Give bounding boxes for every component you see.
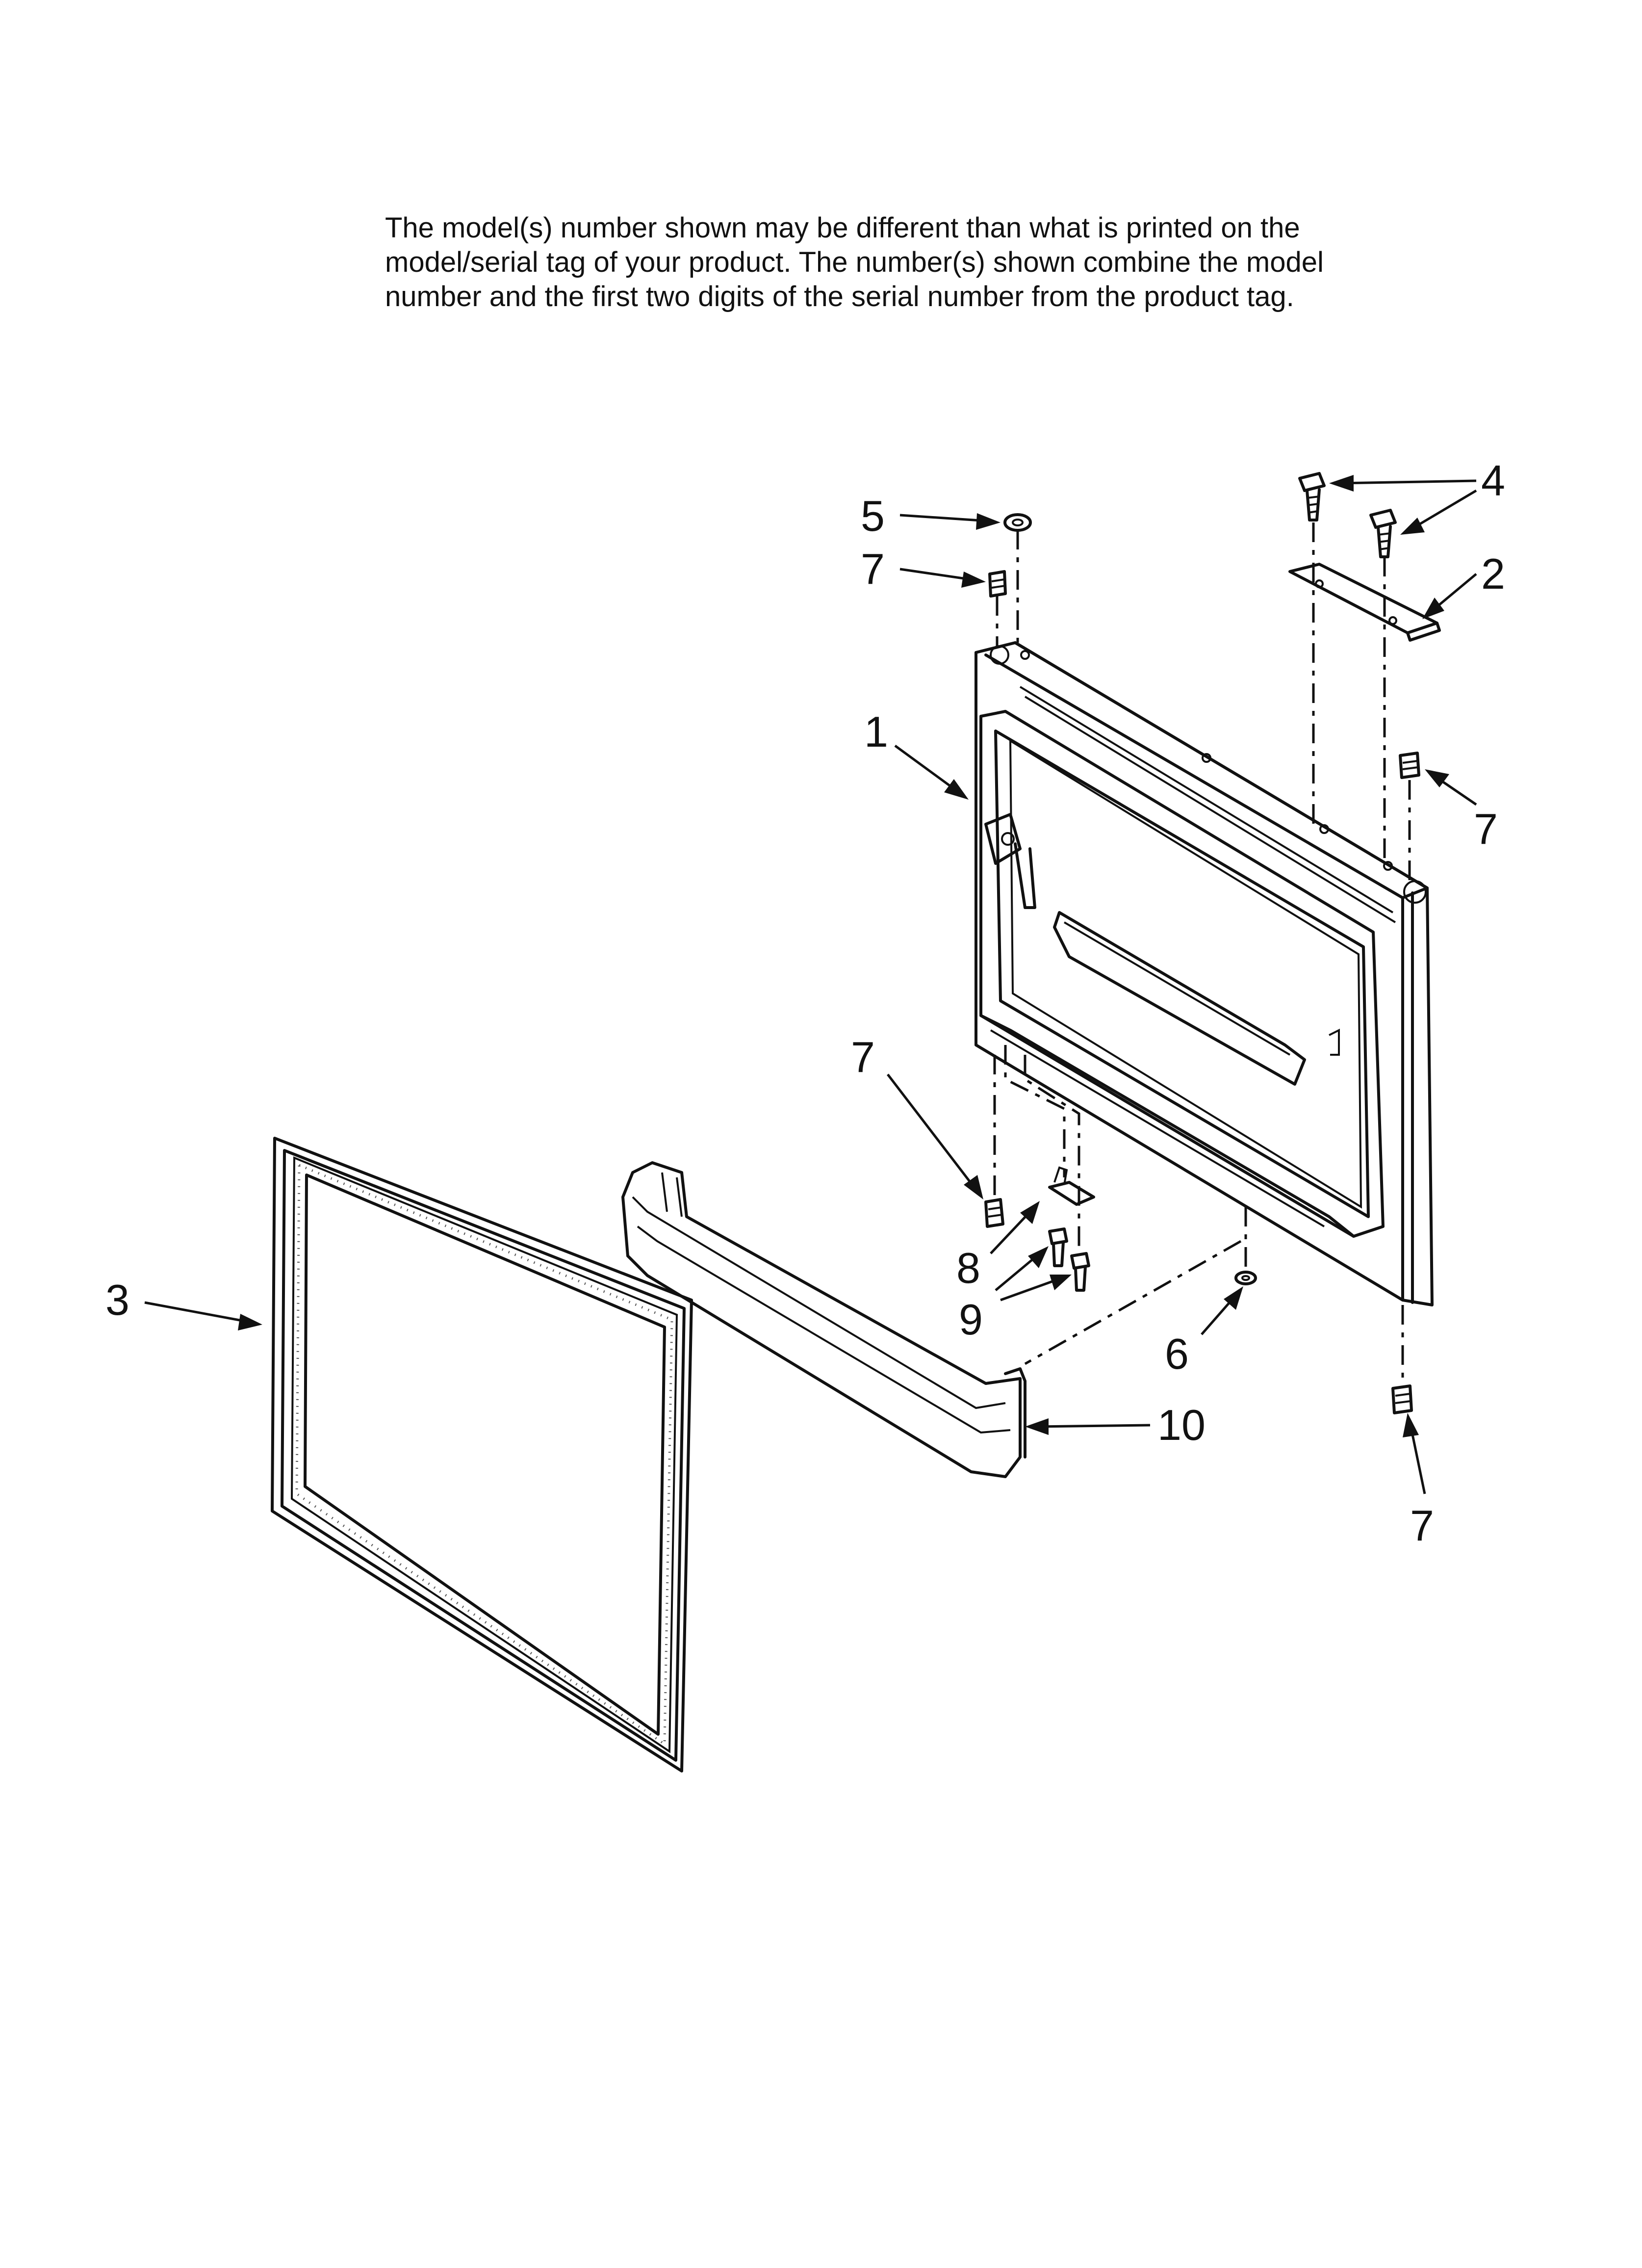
callout-7-bottom-left: 7 [851, 1033, 875, 1081]
bushing-bottom-right [1391, 1384, 1413, 1414]
notice-line-1: The model(s) number shown may be differe… [385, 212, 1300, 244]
callout-9: 9 [959, 1295, 983, 1344]
washer-top [1003, 513, 1032, 532]
door-gasket [271, 1137, 693, 1773]
freezer-door [975, 641, 1434, 1306]
callout-7-bottom-right: 7 [1410, 1501, 1434, 1550]
callout-labels: 4 5 7 2 1 7 7 8 9 6 3 10 7 [105, 456, 1505, 1550]
small-bracket [1048, 1166, 1095, 1206]
callout-10: 10 [1157, 1401, 1206, 1449]
notice-line-3: number and the first two digits of the s… [385, 281, 1294, 313]
alignment-lines [993, 522, 1411, 1383]
bracket-screws [1048, 1227, 1090, 1292]
callout-7-top-right: 7 [1474, 805, 1498, 853]
callout-8: 8 [956, 1244, 980, 1292]
notice-line-2: model/serial tag of your product. The nu… [385, 246, 1324, 278]
callout-4: 4 [1481, 456, 1505, 505]
callout-7-top-left: 7 [861, 545, 885, 593]
callout-6: 6 [1165, 1330, 1189, 1378]
bushing-bottom-left [984, 1198, 1004, 1228]
washer-bottom [1234, 1271, 1257, 1285]
callout-3: 3 [105, 1276, 129, 1324]
bushing-top-left [988, 570, 1007, 598]
leader-arrows [144, 475, 1477, 1494]
callout-2: 2 [1481, 549, 1505, 598]
door-handle [621, 1161, 1026, 1478]
hinge-bracket [1288, 563, 1441, 642]
callout-5: 5 [861, 492, 885, 540]
notice-text: The model(s) number shown may be differe… [385, 211, 1464, 314]
bushing-top-right [1399, 752, 1420, 779]
callout-1: 1 [864, 707, 888, 756]
